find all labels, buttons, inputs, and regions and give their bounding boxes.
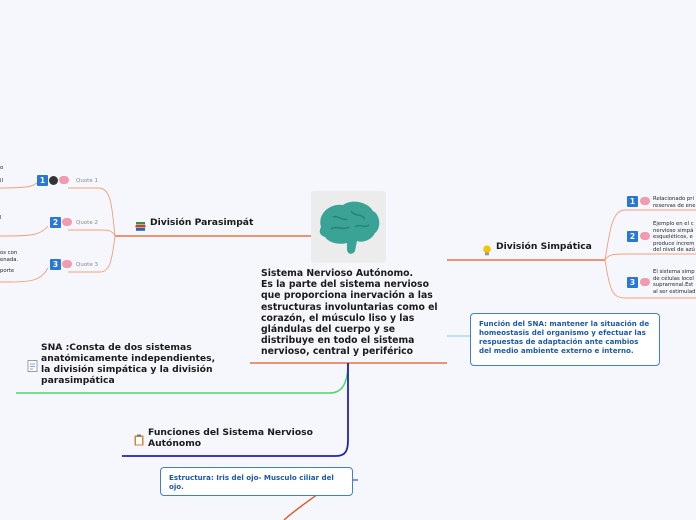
lightbulb-icon [482, 241, 492, 252]
quote-3[interactable]: Quote 3 [76, 262, 98, 268]
number-badge-3: 3 [50, 259, 61, 270]
simpatica-item-3-text[interactable]: El sistema simp de células locel suprarr… [653, 269, 696, 295]
brain-icon [640, 197, 650, 205]
link-simp-2 [605, 254, 696, 260]
clipboard-icon [134, 431, 144, 443]
text-line: Relacionado pri [653, 196, 696, 203]
quote-1[interactable]: Quote 1 [76, 178, 98, 184]
simpatica-item-1-text[interactable]: Relacionado pri reservas de ene [653, 196, 696, 209]
link-para-left1 [0, 182, 38, 188]
brain-icon [62, 260, 72, 268]
text-line: El sistema simp [653, 269, 696, 276]
brain-icon [62, 218, 72, 226]
text-line: Ejemplo en el c [653, 221, 696, 228]
link-estructura-down [284, 494, 318, 520]
number-badge-3: 3 [627, 277, 638, 288]
fragment-text: os con [0, 250, 17, 257]
fragment-text: o [0, 165, 3, 172]
text-line: al ser estimulad [653, 289, 696, 296]
topic-sna[interactable]: SNA :Consta de dos sistemas anatómicamen… [41, 342, 221, 386]
fragment-text: l [0, 215, 1, 222]
text-line: del nivel de azú [653, 247, 696, 254]
topic-funciones-sna[interactable]: Funciones del Sistema Nervioso Autónomo [148, 427, 318, 449]
number-badge-2: 2 [627, 231, 638, 242]
topic-division-simpatica[interactable]: División Simpática [496, 241, 606, 252]
text-line: de células locel [653, 276, 696, 283]
brain-icon [311, 191, 386, 263]
person-icon [49, 176, 58, 185]
simpatica-item-2-text[interactable]: Ejemplo en el c nervioso simpá esqueléti… [653, 221, 696, 254]
number-badge-1: 1 [37, 175, 48, 186]
fragment-text: il [0, 178, 3, 185]
topic-division-parasimpatica[interactable]: División Parasimpát [150, 217, 260, 228]
number-badge-1: 1 [627, 196, 638, 207]
document-icon [27, 357, 38, 369]
central-topic[interactable]: Sistema Nervioso Autónomo. Es la parte d… [261, 268, 443, 358]
fragment-text: porte [0, 268, 14, 275]
text-line: suprarrenal.Est [653, 282, 696, 289]
link-para-left2 [0, 226, 48, 236]
fragment-text: enada. [0, 257, 18, 264]
books-icon [135, 217, 146, 228]
link-para-quote1 [68, 188, 115, 236]
brain-icon [640, 278, 650, 286]
central-image [311, 191, 386, 263]
text-line: esqueléticos, e [653, 234, 696, 241]
box-funcion-sna[interactable]: Función del SNA: mantener la situación d… [470, 313, 660, 366]
number-badge-2: 2 [50, 217, 61, 228]
quote-2[interactable]: Quote 2 [76, 220, 98, 226]
link-para-quote2 [68, 230, 115, 236]
brain-icon [59, 176, 69, 184]
text-line: reservas de ene [653, 203, 696, 210]
box-estructura[interactable]: Estructura: Iris del ojo- Musculo ciliar… [160, 467, 353, 496]
brain-icon [640, 232, 650, 240]
